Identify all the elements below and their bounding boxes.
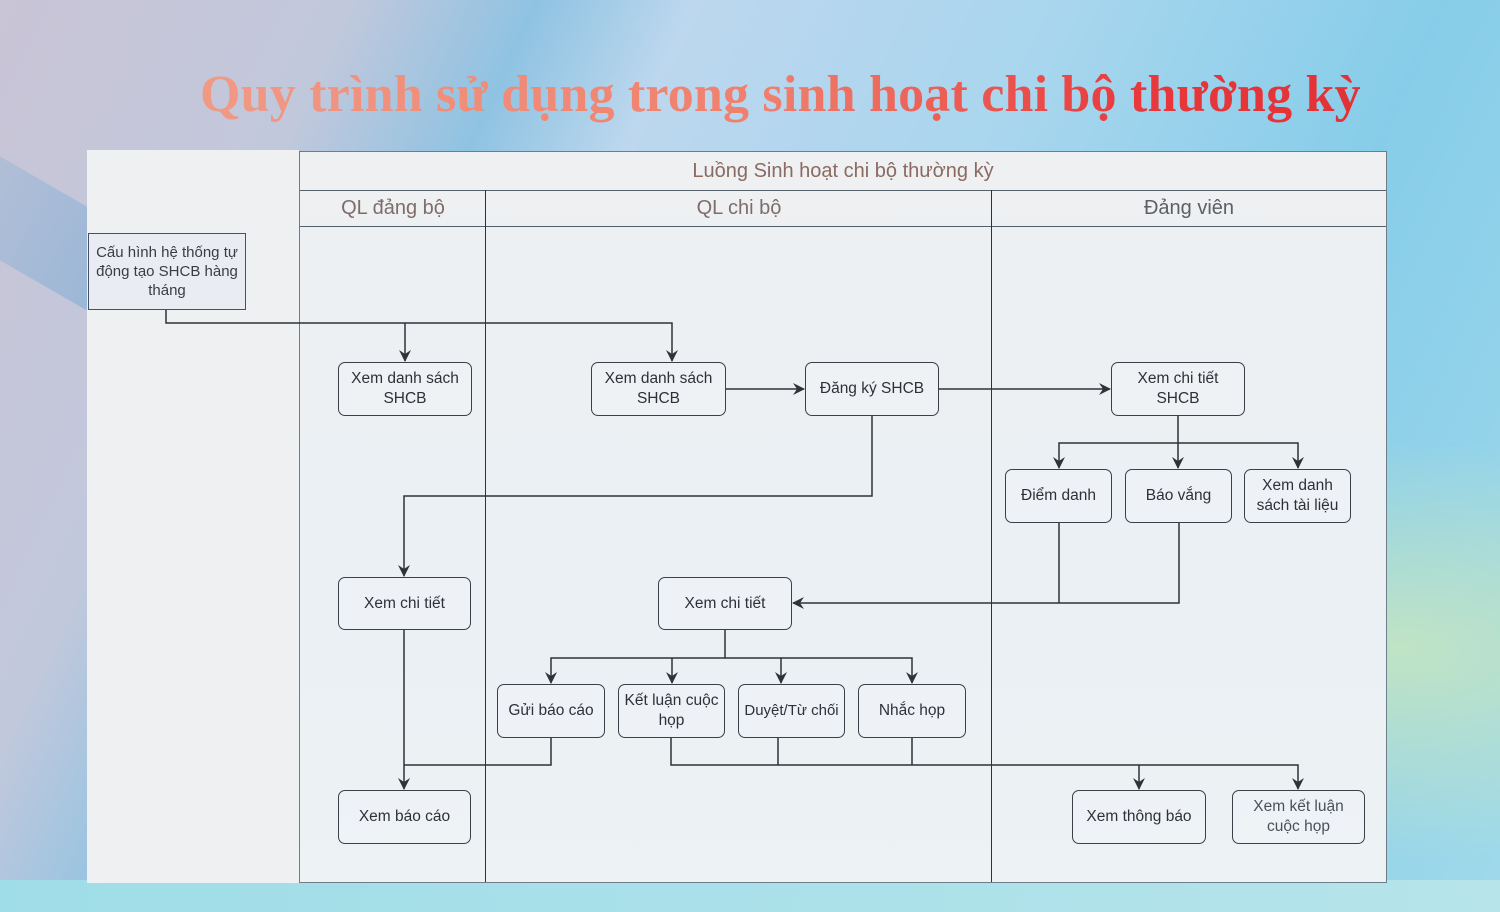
node-qldb-view-detail[interactable]: Xem chi tiết (338, 577, 471, 630)
node-conclude-meeting[interactable]: Kết luận cuộc họp (618, 684, 725, 738)
node-qldb-view-list[interactable]: Xem danh sách SHCB (338, 362, 472, 416)
node-dv-view-detail[interactable]: Xem chi tiết SHCB (1111, 362, 1245, 416)
node-approve-reject[interactable]: Duyệt/Từ chối (738, 684, 845, 738)
lane-divider (991, 190, 992, 882)
lane-header-ql-chi-bo: QL chi bộ (486, 190, 992, 227)
node-qlcb-view-list[interactable]: Xem danh sách SHCB (591, 362, 726, 416)
node-view-report[interactable]: Xem báo cáo (338, 790, 471, 844)
node-view-notice[interactable]: Xem thông báo (1072, 790, 1206, 844)
background-bottom-band (0, 880, 1500, 912)
node-qlcb-view-detail[interactable]: Xem chi tiết (658, 577, 792, 630)
node-remind-meeting[interactable]: Nhắc họp (858, 684, 966, 738)
node-report-absence[interactable]: Báo vắng (1125, 469, 1232, 523)
node-checkin[interactable]: Điểm danh (1005, 469, 1112, 523)
lane-header-ql-dang-bo: QL đảng bộ (300, 190, 486, 227)
node-register-shcb[interactable]: Đăng ký SHCB (805, 362, 939, 416)
node-view-documents[interactable]: Xem danh sách tài liệu (1244, 469, 1351, 523)
lane-header-dang-vien: Đảng viên (992, 190, 1386, 227)
slide-title: Quy trình sử dụng trong sinh hoạt chi bộ… (200, 62, 1460, 128)
pool-title: Luồng Sinh hoạt chi bộ thường kỳ (300, 152, 1386, 191)
node-send-report[interactable]: Gửi báo cáo (497, 684, 605, 738)
lane-divider (485, 190, 486, 882)
node-view-conclusion[interactable]: Xem kết luận cuộc họp (1232, 790, 1365, 844)
node-config-auto-create[interactable]: Cấu hình hệ thống tự động tạo SHCB hàng … (88, 233, 246, 310)
